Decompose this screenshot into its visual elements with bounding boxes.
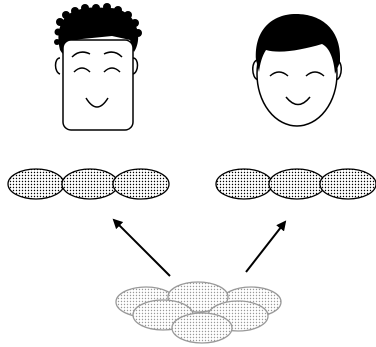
strand-ellipse <box>112 168 170 200</box>
arrow-to-right <box>245 220 287 273</box>
left-ear <box>54 57 61 75</box>
cluster-ellipse <box>171 312 233 344</box>
eye-right <box>305 71 325 77</box>
right-strand <box>215 168 376 200</box>
eye-left <box>73 67 91 73</box>
eye-right <box>103 67 121 73</box>
source-cluster <box>115 281 282 344</box>
strand-ellipse <box>215 168 273 200</box>
arrow-to-left <box>112 218 171 277</box>
strand-ellipse <box>268 168 326 200</box>
smile <box>85 97 109 108</box>
person-left <box>54 3 142 131</box>
right-ear <box>132 57 139 75</box>
strand-ellipse <box>319 168 376 200</box>
eye-left <box>269 71 289 77</box>
curly-hair <box>54 3 142 56</box>
strand-ellipse <box>61 168 119 200</box>
straight-hair <box>255 14 341 74</box>
person-right <box>252 14 342 127</box>
strand-ellipse <box>7 168 65 200</box>
left-strand <box>7 168 170 200</box>
face-rectangular <box>62 39 134 131</box>
brow-right <box>103 51 123 58</box>
brow-left <box>71 51 91 58</box>
smile <box>285 96 311 106</box>
